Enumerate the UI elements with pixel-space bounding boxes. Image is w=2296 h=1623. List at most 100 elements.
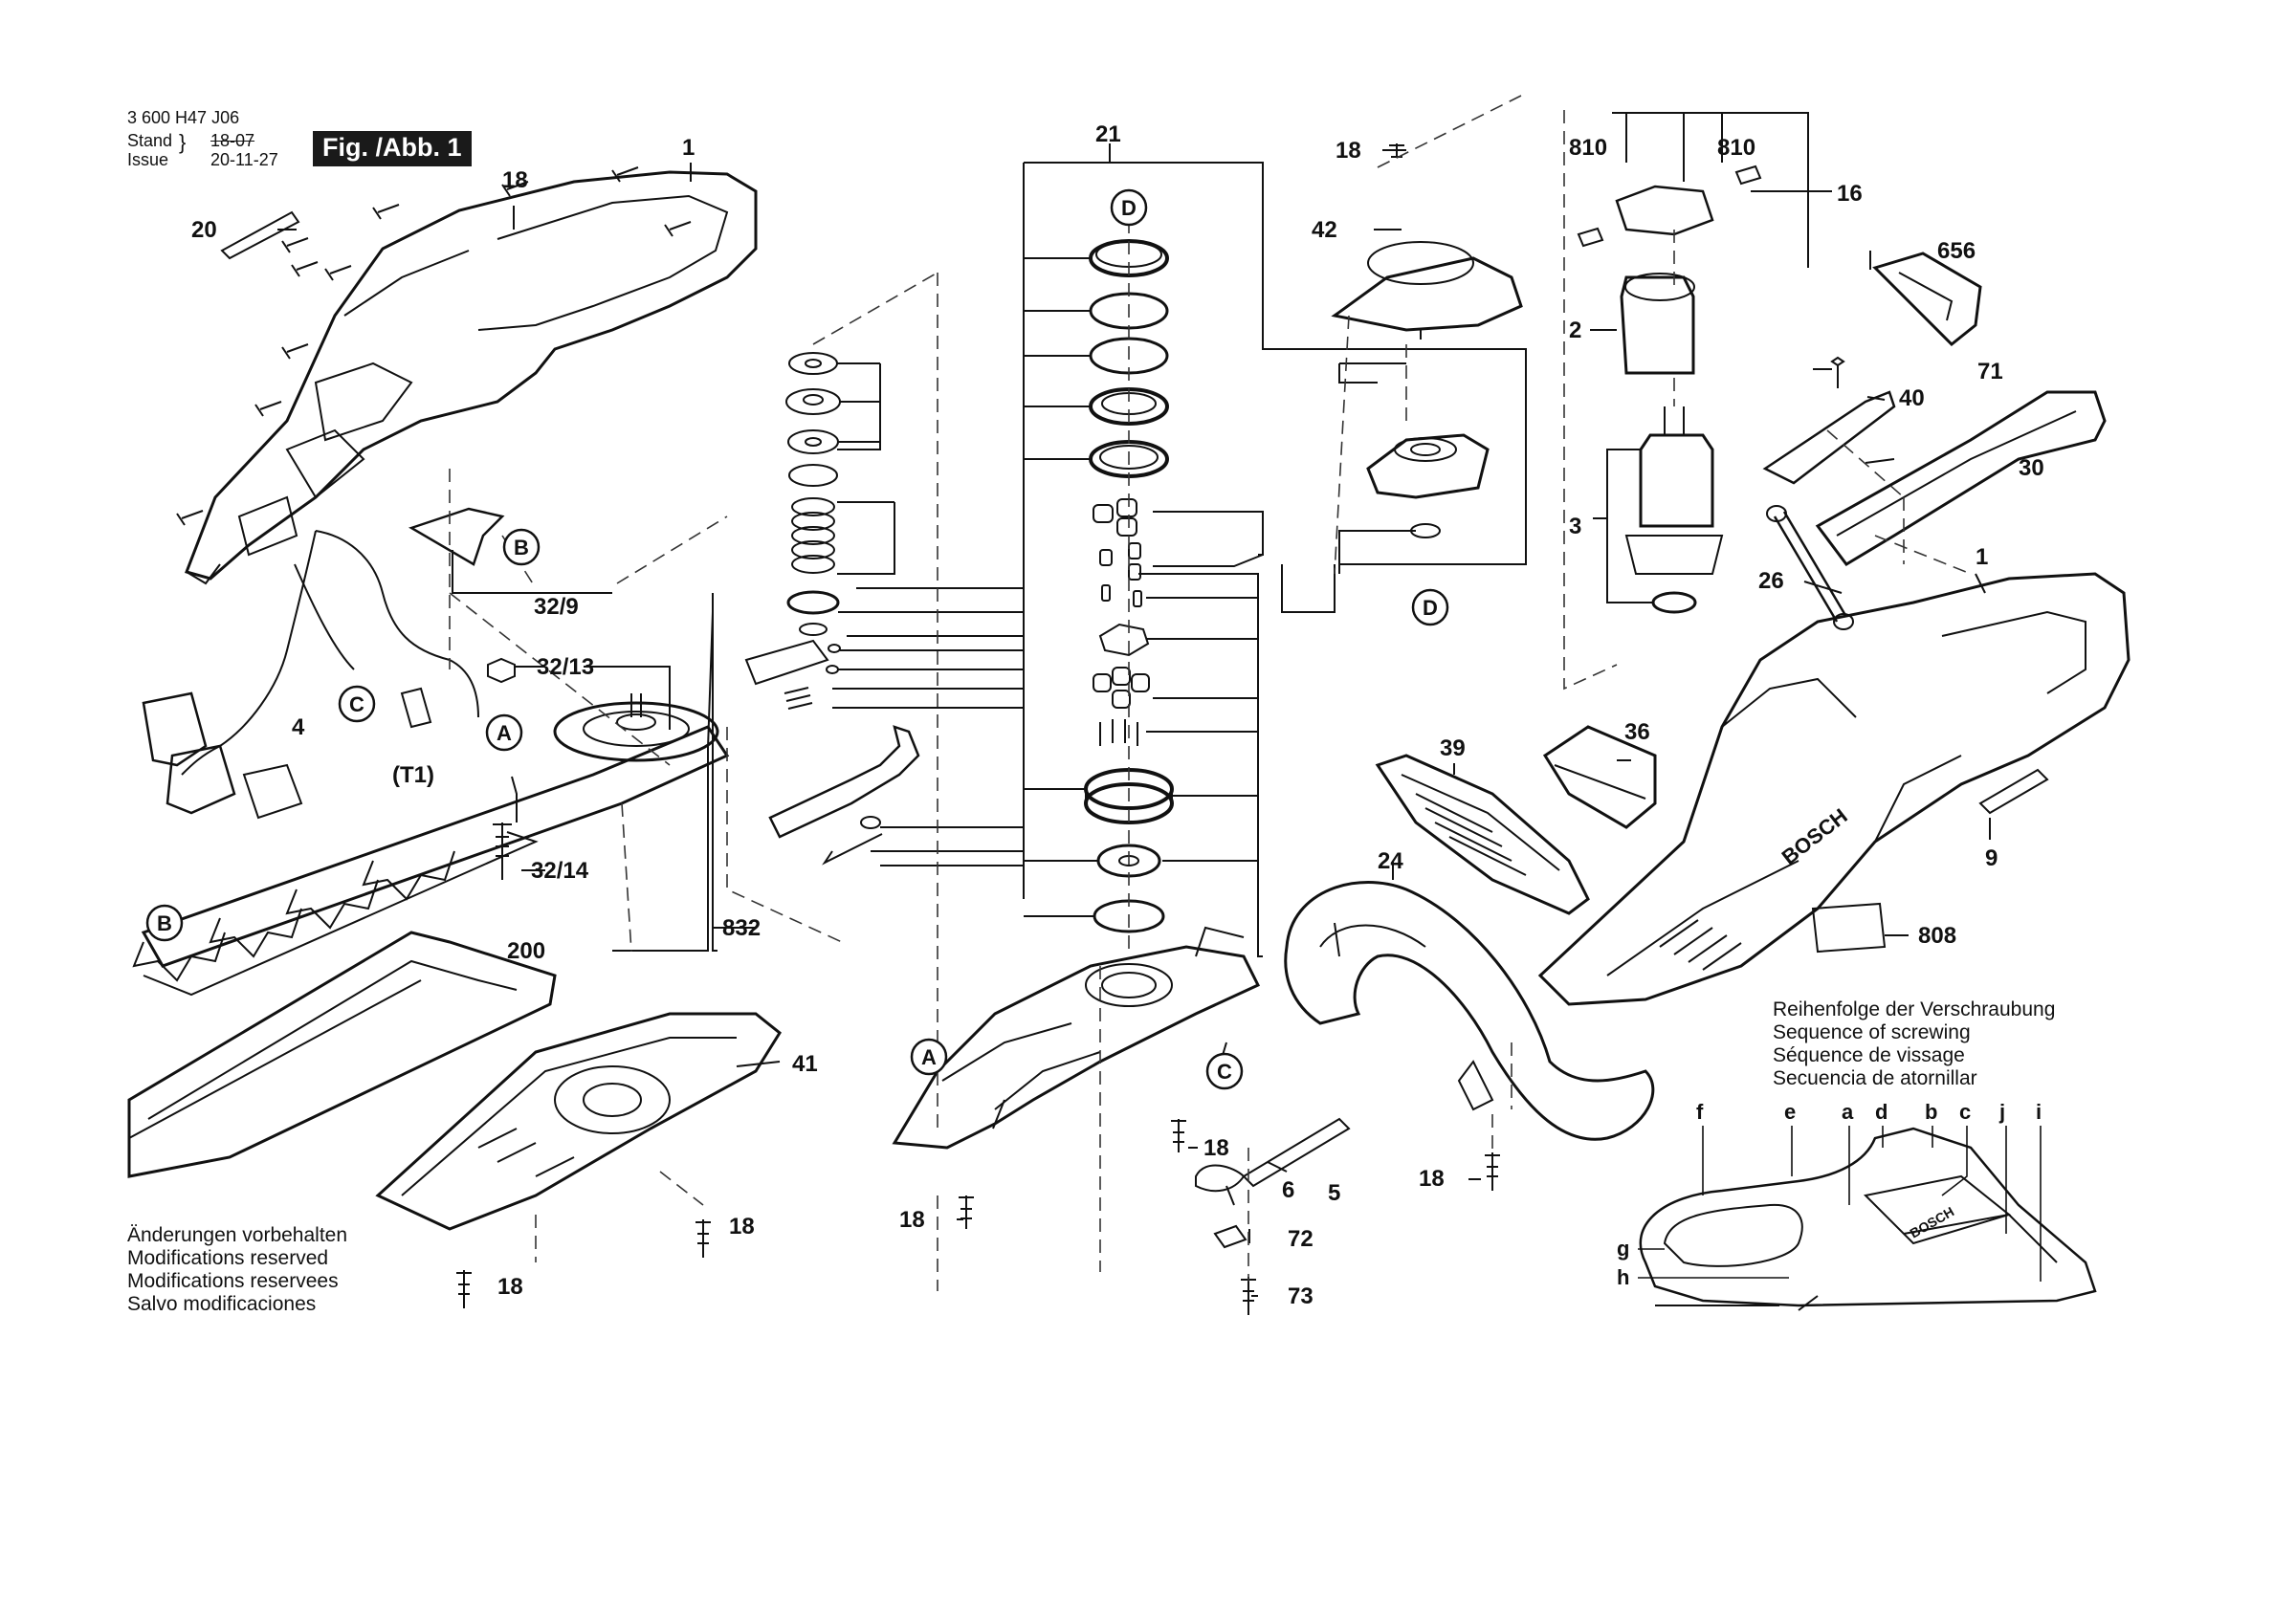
- label-810a: 810: [1569, 135, 1607, 161]
- screw-sequence-leaders: [1638, 1126, 2042, 1282]
- label-36: 36: [1624, 719, 1650, 745]
- label-1: 1: [682, 135, 695, 161]
- screw-18-bow: [1485, 1152, 1500, 1191]
- upper-housing-shell: [185, 170, 758, 585]
- label-32-14: 32/14: [531, 858, 589, 884]
- seq-title-fr: Séquence de vissage: [1773, 1044, 1965, 1066]
- marker-d-motor-letter: D: [1423, 596, 1438, 620]
- grommet-6: [1195, 1164, 1246, 1193]
- guard-39: [1375, 754, 1590, 915]
- main-handle-housing: [1537, 572, 2130, 1006]
- label-20: 20: [191, 217, 217, 243]
- screw-18-gear-1: [959, 1195, 974, 1229]
- gear-housing: [892, 926, 1261, 1150]
- marker-a-housing: [910, 1038, 948, 1076]
- lower-housing-41: [375, 1012, 782, 1308]
- marker-c-housing: [1205, 1052, 1244, 1090]
- issue-label: Issue: [127, 150, 169, 169]
- marker-a-blade-letter: A: [497, 721, 512, 745]
- motor-flange: [1366, 433, 1490, 538]
- old-date: 18-07: [210, 131, 255, 150]
- label-9: 9: [1985, 845, 1998, 871]
- lever-arm: [768, 725, 920, 866]
- label-18f: 18: [1336, 138, 1361, 164]
- notice-es: Salvo modificaciones: [127, 1293, 317, 1315]
- seq-letter-c: c: [1959, 1100, 1971, 1124]
- label-200: 200: [507, 938, 545, 964]
- screw-32-14: [493, 822, 512, 880]
- notice-de: Änderungen vorbehalten: [127, 1224, 348, 1246]
- spring-71: [1830, 356, 1845, 388]
- label-71: 71: [1977, 359, 2003, 384]
- figure-label: Fig. /Abb. 1: [313, 131, 472, 166]
- seq-letter-d: d: [1875, 1100, 1888, 1124]
- label-40: 40: [1899, 385, 1925, 411]
- seq-letter-e: e: [1784, 1100, 1796, 1124]
- stator-2: [1620, 273, 1695, 375]
- label-1b: 1: [1976, 544, 1988, 570]
- label-30: 30: [2019, 455, 2044, 481]
- marker-c-housing-letter: C: [1217, 1060, 1232, 1084]
- label-73: 73: [1288, 1283, 1314, 1309]
- seq-letter-h: h: [1617, 1265, 1629, 1289]
- label-808: 808: [1918, 923, 1956, 949]
- notice-fr: Modifications reservees: [127, 1270, 339, 1292]
- label-810b: 810: [1717, 135, 1755, 161]
- label-18c: 18: [497, 1274, 523, 1300]
- label-strip-20: [220, 210, 300, 260]
- label-16: 16: [1837, 181, 1863, 207]
- seq-title-es: Secuencia de atornillar: [1773, 1067, 1977, 1089]
- marker-b-blade: [145, 904, 184, 942]
- motor-cover-42: [1331, 143, 1523, 340]
- label-6: 6: [1282, 1177, 1294, 1203]
- label-656: 656: [1937, 238, 1976, 264]
- screw-sequence-letters: f e a d b c j i g h: [1617, 1100, 2042, 1289]
- label-t1: (T1): [392, 762, 434, 788]
- blade-assembly: [132, 693, 730, 997]
- screw-sequence-inset: [1639, 1127, 2097, 1311]
- marker-d-motor: [1411, 588, 1449, 626]
- brand-logo-inset: BOSCH: [1908, 1203, 1957, 1240]
- washer-spring-stack: [744, 352, 841, 710]
- label-5: 5: [1328, 1180, 1340, 1206]
- label-18g: 18: [1419, 1166, 1445, 1192]
- grip-insert-36: [1542, 725, 1657, 829]
- part-labels: 1 18 20 32/9 32/13 4 (T1) 32/14 832 200 …: [191, 121, 2044, 1309]
- label-72: 72: [1288, 1226, 1314, 1252]
- label-26: 26: [1758, 568, 1784, 594]
- label-3: 3: [1569, 514, 1581, 539]
- seq-letter-b: b: [1925, 1100, 1937, 1124]
- housing-screws: [176, 166, 692, 526]
- circle-marker-letters: B B A C D D A C: [157, 196, 1438, 1084]
- wiring-harness: [142, 530, 479, 820]
- screw-18-gear-2: [1171, 1119, 1186, 1152]
- marker-d-top: [1110, 188, 1148, 227]
- doc-number: 3 600 H47 J06: [127, 108, 240, 127]
- marker-b-blade-letter: B: [157, 911, 172, 935]
- blade-cover-200: [127, 931, 557, 1178]
- marker-a-housing-letter: A: [921, 1045, 937, 1069]
- bracket-mark: }: [179, 130, 187, 154]
- marker-c-harness-letter: C: [349, 692, 364, 716]
- seq-letter-j: j: [1998, 1100, 2005, 1124]
- brush-holder-16: [1577, 164, 1762, 248]
- label-21: 21: [1095, 121, 1121, 147]
- marker-c-harness: [338, 685, 376, 723]
- stand-label: Stand: [127, 131, 173, 150]
- seq-letter-i: i: [2036, 1100, 2042, 1124]
- marker-b-top-letter: B: [514, 536, 529, 559]
- label-18d: 18: [899, 1207, 925, 1233]
- notice-en: Modifications reserved: [127, 1247, 329, 1269]
- label-4: 4: [292, 714, 305, 740]
- label-39: 39: [1440, 735, 1466, 761]
- seq-letter-g: g: [1617, 1237, 1629, 1261]
- armature-3: [1624, 406, 1724, 614]
- seq-title-en: Sequence of screwing: [1773, 1021, 1971, 1043]
- clamp-72: [1213, 1224, 1247, 1249]
- label-18b: 18: [729, 1214, 755, 1239]
- seq-title-de: Reihenfolge der Verschraubung: [1773, 998, 2056, 1020]
- assembly-dashed-lines: [449, 95, 1972, 1291]
- brand-logo-housing: BOSCH: [1777, 803, 1852, 869]
- seq-letter-f: f: [1696, 1100, 1704, 1124]
